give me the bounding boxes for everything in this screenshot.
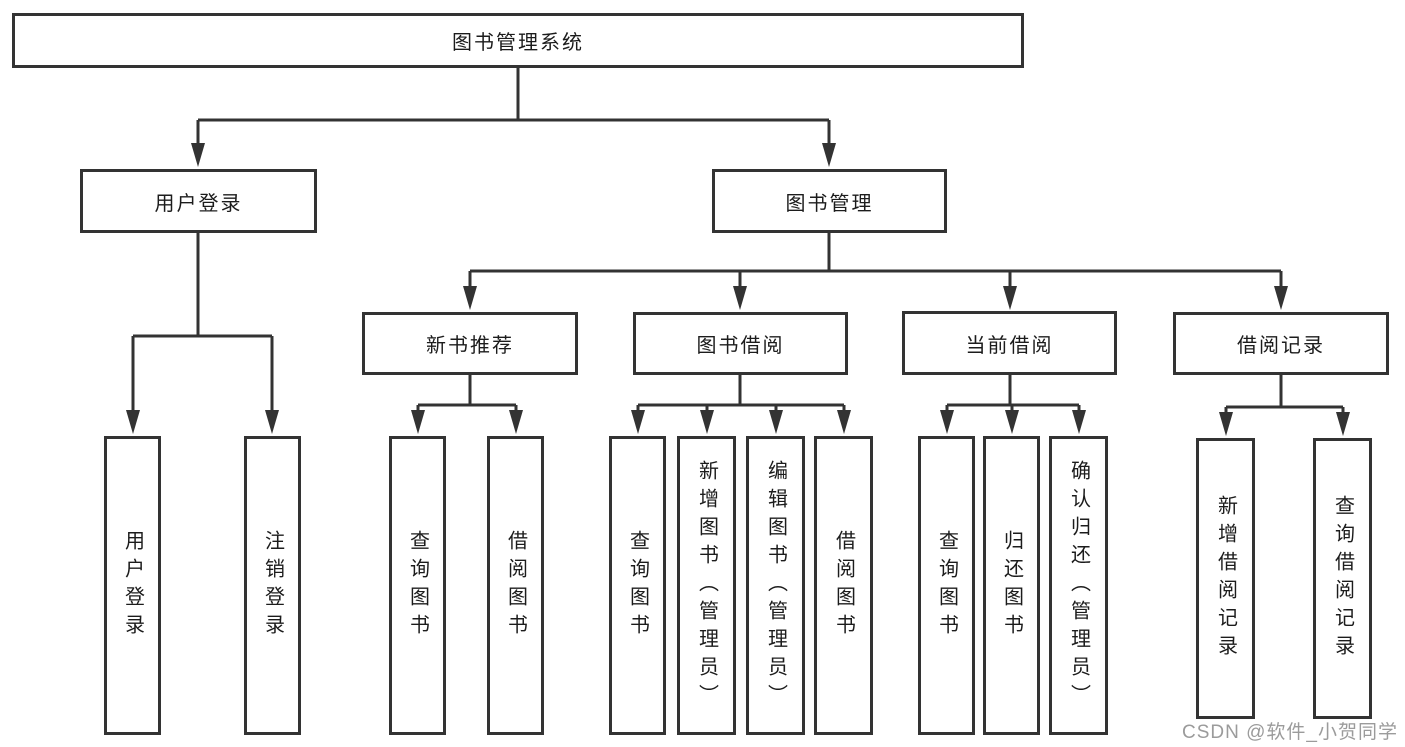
- leaf-label: 借阅图书: [504, 529, 527, 642]
- leaf-label: 用户登录: [121, 529, 144, 642]
- leaf-query-borrow-record: 查询借阅记录: [1313, 438, 1372, 719]
- node-book-management: 图书管理: [712, 169, 947, 233]
- arrow-down-icon: [1336, 412, 1350, 436]
- leaf-borrow-books-recommend: 借阅图书: [487, 436, 544, 735]
- leaf-borrow-books: 借阅图书: [814, 436, 873, 735]
- arrowheads: [126, 143, 1350, 436]
- leaf-label: 编辑图书（管理员）: [764, 459, 787, 712]
- leaf-user-login: 用户登录: [104, 436, 161, 735]
- node-library-management-system: 图书管理系统: [12, 13, 1024, 68]
- arrow-down-icon: [463, 286, 477, 310]
- leaf-confirm-return-admin: 确认归还（管理员）: [1049, 436, 1108, 735]
- arrow-down-icon: [837, 410, 851, 434]
- leaf-add-borrow-record: 新增借阅记录: [1196, 438, 1255, 719]
- node-borrowing-records: 借阅记录: [1173, 312, 1389, 375]
- node-user-login: 用户登录: [80, 169, 317, 233]
- leaf-label: 查询图书: [935, 529, 958, 642]
- arrow-down-icon: [1219, 412, 1233, 436]
- arrow-down-icon: [1274, 286, 1288, 310]
- arrow-down-icon: [411, 410, 425, 434]
- leaf-label: 查询图书: [406, 529, 429, 642]
- node-current-borrowing: 当前借阅: [902, 311, 1117, 375]
- leaf-label: 确认归还（管理员）: [1067, 459, 1090, 712]
- node-label: 图书管理系统: [452, 32, 584, 54]
- node-book-borrowing: 图书借阅: [633, 312, 848, 375]
- arrow-down-icon: [769, 410, 783, 434]
- arrow-down-icon: [822, 143, 836, 167]
- arrow-down-icon: [265, 410, 279, 434]
- leaf-edit-book-admin: 编辑图书（管理员）: [746, 436, 805, 735]
- leaf-query-books-current: 查询图书: [918, 436, 975, 735]
- arrow-down-icon: [1072, 410, 1086, 434]
- arrow-down-icon: [191, 143, 205, 167]
- node-label: 新书推荐: [426, 335, 514, 357]
- arrow-down-icon: [700, 410, 714, 434]
- leaf-label: 注销登录: [261, 529, 284, 642]
- node-new-book-recommend: 新书推荐: [362, 312, 578, 375]
- arrow-down-icon: [631, 410, 645, 434]
- leaf-add-book-admin: 新增图书（管理员）: [677, 436, 736, 735]
- leaf-label: 查询借阅记录: [1331, 494, 1354, 663]
- leaf-label: 归还图书: [1000, 529, 1023, 642]
- arrow-down-icon: [1003, 286, 1017, 310]
- arrow-down-icon: [509, 410, 523, 434]
- node-label: 借阅记录: [1237, 335, 1325, 357]
- arrow-down-icon: [126, 410, 140, 434]
- arrow-down-icon: [1005, 410, 1019, 434]
- leaf-query-books-recommend: 查询图书: [389, 436, 446, 735]
- arrow-down-icon: [940, 410, 954, 434]
- leaf-label: 新增借阅记录: [1214, 494, 1237, 663]
- leaf-logout: 注销登录: [244, 436, 301, 735]
- node-label: 当前借阅: [965, 334, 1054, 357]
- leaf-label: 查询图书: [626, 529, 649, 642]
- leaf-return-book: 归还图书: [983, 436, 1040, 735]
- watermark-csdn: CSDN @软件_小贺同学: [1182, 722, 1398, 743]
- node-label: 图书管理: [785, 192, 874, 215]
- leaf-query-books-borrow: 查询图书: [609, 436, 666, 735]
- leaf-label: 借阅图书: [832, 529, 855, 642]
- leaf-label: 新增图书（管理员）: [695, 459, 718, 712]
- node-label: 图书借阅: [696, 335, 785, 357]
- node-label: 用户登录: [154, 192, 243, 215]
- arrow-down-icon: [733, 286, 747, 310]
